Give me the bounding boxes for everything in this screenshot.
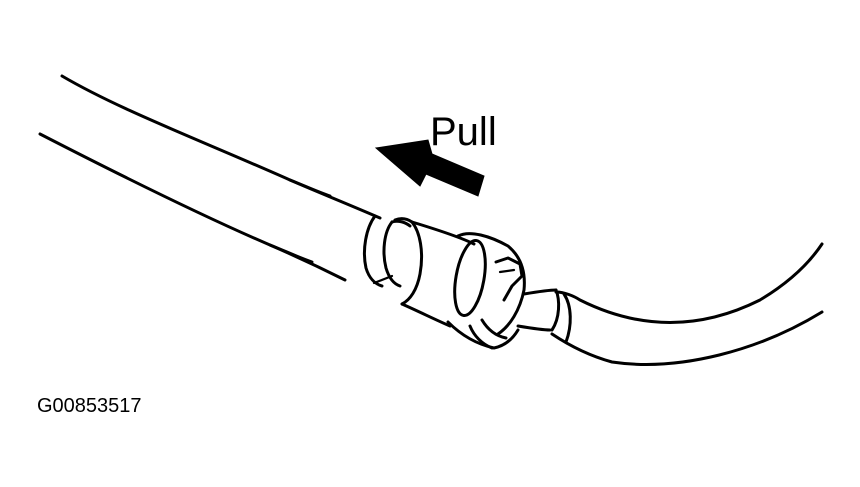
pull-direction-arrow: [374, 139, 485, 197]
left-tube-end: [362, 214, 412, 288]
quick-connector: [393, 217, 526, 350]
pull-label: Pull: [430, 110, 497, 154]
figure-id: G00853517: [37, 395, 142, 417]
right-hose: [550, 242, 824, 366]
left-hose: [38, 74, 382, 282]
